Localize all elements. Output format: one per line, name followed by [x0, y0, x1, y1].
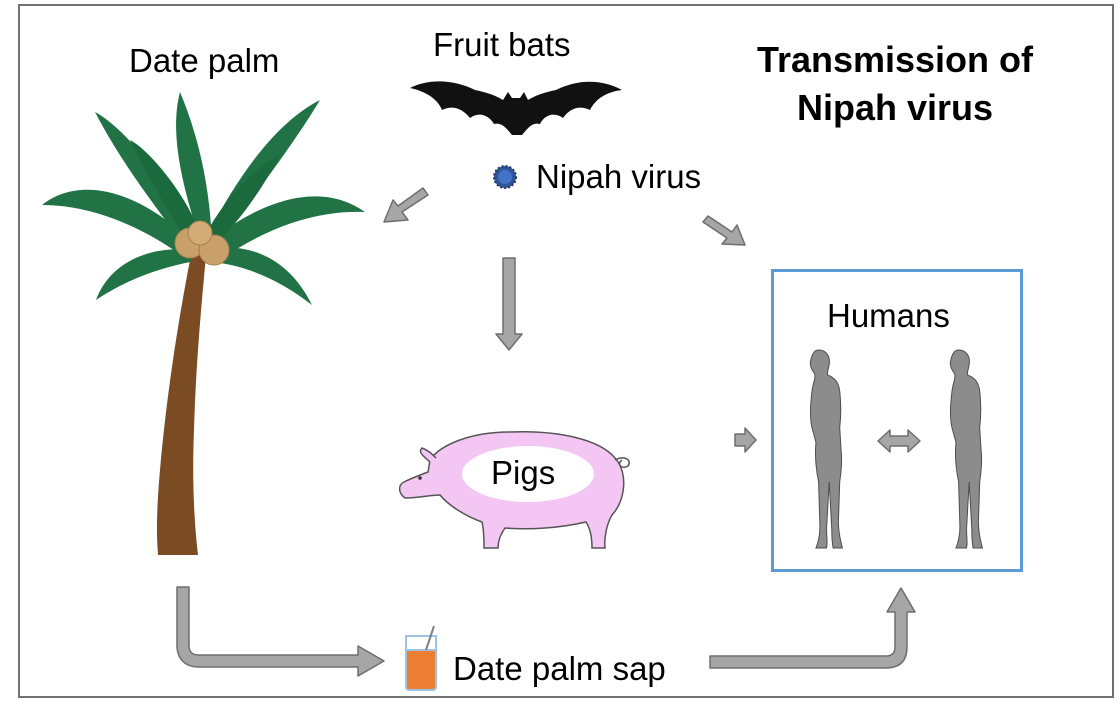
humans-label: Humans [827, 297, 950, 334]
pig-icon [398, 430, 630, 549]
arrow-bats-to-palm [383, 187, 429, 223]
title-line-2: Nipah virus [796, 87, 994, 128]
arrow-sap-to-humans [709, 587, 916, 669]
pigs-label: Pigs [491, 454, 556, 491]
date-palm-label: Date palm [129, 42, 280, 79]
fruit-bats-label: Fruit bats [433, 26, 571, 63]
title-line-1: Transmission of [756, 39, 1034, 80]
date-palm-icon [42, 92, 365, 555]
arrow-bats-to-humans [702, 215, 746, 246]
arrow-pigs-to-humans [734, 427, 757, 453]
nipah-virus-icon [493, 165, 517, 189]
date-palm-sap-cup-icon [405, 625, 437, 691]
arrow-palm-to-sap [176, 586, 385, 677]
diagram-frame [18, 4, 1114, 698]
nipah-virus-label: Nipah virus [536, 158, 702, 195]
fruit-bat-icon [410, 81, 622, 135]
diagram-title: Transmission of Nipah virus [700, 36, 1090, 132]
date-palm-sap-label: Date palm sap [453, 650, 666, 687]
humans-box [771, 269, 1023, 572]
arrow-human-to-human [877, 429, 921, 453]
arrow-bats-to-pigs [495, 257, 523, 351]
